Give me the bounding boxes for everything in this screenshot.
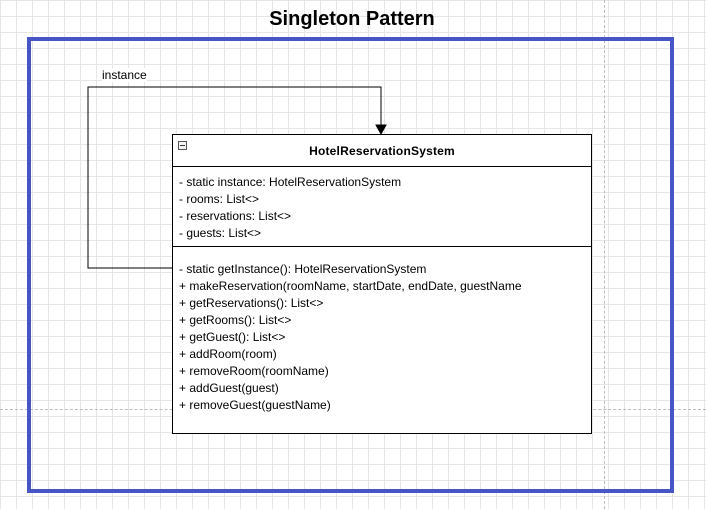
attributes-compartment[interactable]: - static instance: HotelReservationSyste… (173, 167, 591, 247)
class-header: HotelReservationSystem (173, 135, 591, 167)
method-item: + getReservations(): List<> (179, 296, 324, 310)
attribute-item: - static instance: HotelReservationSyste… (179, 175, 402, 189)
method-item: + removeGuest(guestName) (179, 398, 331, 412)
method-item: - static getInstance(): HotelReservation… (179, 262, 427, 276)
method-item: + getRooms(): List<> (179, 313, 292, 327)
class-hotel-reservation-system[interactable]: HotelReservationSystem - static instance… (172, 134, 592, 434)
diagram-title: Singleton Pattern (269, 8, 435, 30)
method-item: + getGuest(): List<> (179, 330, 286, 344)
association-line (87, 86, 382, 269)
method-item: + makeReservation(roomName, startDate, e… (179, 279, 522, 293)
attribute-item: - rooms: List<> (179, 192, 260, 206)
method-item: + removeRoom(roomName) (179, 364, 329, 378)
page-break-vertical (604, 0, 605, 509)
attribute-item: - guests: List<> (179, 226, 262, 240)
arrowhead-icon (375, 124, 387, 136)
collapse-icon[interactable] (178, 141, 187, 150)
association-label: instance (102, 68, 147, 82)
class-name: HotelReservationSystem (309, 144, 455, 158)
pattern-frame[interactable] (27, 37, 674, 493)
method-item: + addGuest(guest) (179, 381, 279, 395)
method-item: + addRoom(room) (179, 347, 277, 361)
attribute-item: - reservations: List<> (179, 209, 292, 223)
methods-compartment[interactable]: - static getInstance(): HotelReservation… (173, 247, 591, 414)
